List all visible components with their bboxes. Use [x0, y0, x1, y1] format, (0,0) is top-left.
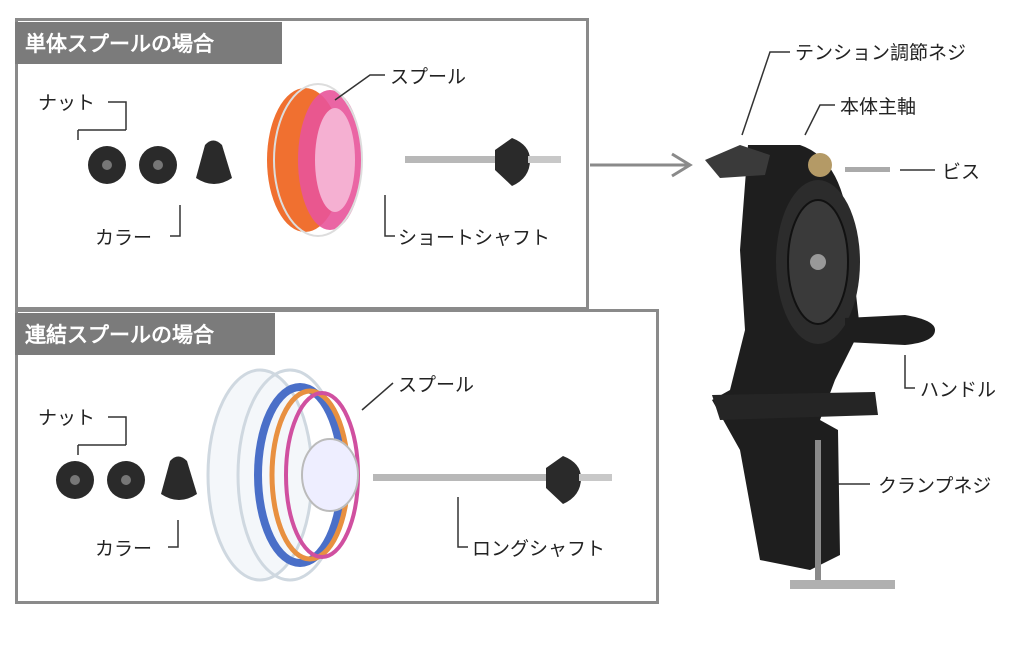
single-collar-label: カラー: [95, 227, 153, 249]
leader-lines: [77, 51, 935, 548]
linked-spool-label: スプール: [398, 374, 475, 396]
clamp-screw-label: クランプネジ: [878, 475, 992, 497]
nut-pair-linked: [56, 461, 145, 499]
linked-spool-panel: [15, 309, 659, 604]
line-winder-machine: [705, 145, 935, 589]
collar-linked: [161, 456, 197, 500]
linked-shaft-label: ロングシャフト: [472, 538, 606, 560]
short-shaft: [405, 138, 561, 186]
arrow-icon: [590, 152, 693, 178]
screw-label: ビス: [942, 161, 981, 183]
linked-nut-label: ナット: [38, 407, 96, 429]
nut-pair-single: [88, 146, 177, 184]
spool-single: [267, 83, 363, 237]
spool-linked: [206, 368, 360, 582]
handle-label: ハンドル: [920, 379, 997, 401]
linked-spool-title: 連結スプールの場合: [15, 313, 275, 355]
collar-single: [196, 140, 232, 184]
single-nut-label: ナット: [38, 92, 96, 114]
tension-screw-label: テンション調節ネジ: [795, 42, 967, 64]
main-shaft-label: 本体主軸: [840, 96, 917, 118]
single-spool-title: 単体スプールの場合: [15, 22, 282, 64]
linked-collar-label: カラー: [95, 538, 153, 560]
single-spool-panel: [15, 18, 589, 310]
single-spool-label: スプール: [390, 66, 467, 88]
single-shaft-label: ショートシャフト: [398, 227, 551, 249]
long-shaft: [373, 456, 612, 504]
